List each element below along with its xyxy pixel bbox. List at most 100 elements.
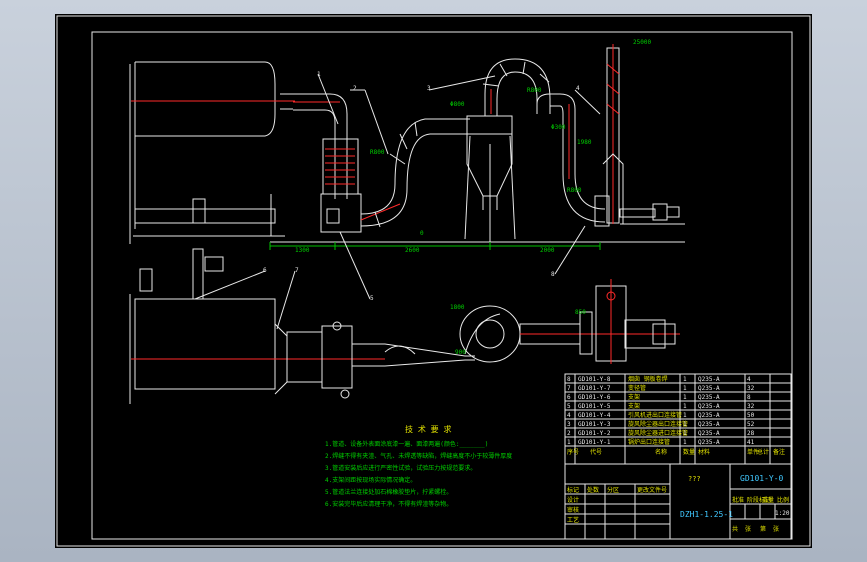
parts-cell: 2 <box>567 430 571 437</box>
radius-1: R800 <box>370 149 385 156</box>
parts-cell: Q235-A <box>698 385 720 392</box>
title-block-label: 处数 <box>587 486 599 494</box>
callout-4: 4 <box>576 85 580 92</box>
drawing-name: DZH1-1.25-1 <box>680 510 733 519</box>
outer-border <box>56 15 811 547</box>
parts-header-cell: 材料 <box>698 448 710 456</box>
title-block-label: 批准 <box>732 496 744 504</box>
title-block: ??? GD101-Y-0 DZH1-1.25-1 1:20 <box>564 445 792 540</box>
callout-8: 8 <box>551 271 555 278</box>
plan-dim-1800: 1800 <box>450 304 465 311</box>
note-1: 1.管道、设备外表面涂底漆一遍、面漆两遍(颜色:_______) <box>325 440 488 448</box>
parts-cell: 1 <box>683 439 687 446</box>
pipe-cyclone-inlet <box>360 118 470 228</box>
inner-border <box>91 31 793 540</box>
elevation-zero: 0 <box>420 230 424 237</box>
parts-cell: Q235-A <box>698 403 720 410</box>
callout-leaders <box>194 73 601 330</box>
dim-top-elevation: 25000 <box>633 39 651 46</box>
drawing-scale: 1:20 <box>775 510 790 517</box>
parts-header-cell: 序号 <box>567 448 579 456</box>
parts-cell: 1 <box>683 385 687 392</box>
parts-cell: GD101-Y-4 <box>578 412 611 419</box>
parts-cell: 支架 <box>628 402 640 410</box>
parts-cell: 1 <box>683 421 687 428</box>
parts-cell: 28 <box>747 430 755 437</box>
parts-cell: 52 <box>747 421 755 428</box>
parts-cell: GD101-Y-6 <box>578 394 611 401</box>
parts-cell: 引风机进出口连接管 <box>628 411 682 419</box>
note-5: 5.管道法兰连接处加石棉橡胶垫片，拧紧螺栓。 <box>325 488 452 496</box>
parts-header-cell: 单件 <box>747 448 759 456</box>
callout-5: 5 <box>370 295 374 302</box>
title-block-label: 阶段标记 <box>747 496 771 504</box>
title-block-label: 共 <box>732 525 738 533</box>
parts-header-cell: 代号 <box>590 448 602 456</box>
drawing-sheet: 1300 2600 2000 0 25000 1980 Φ300 Φ800 R8… <box>55 14 812 548</box>
title-block-label: 重量 <box>762 496 774 504</box>
title-block-label: 审核 <box>567 506 579 514</box>
parts-header-cell: 总计 <box>757 448 769 456</box>
drawing-number: GD101-Y-0 <box>740 474 784 483</box>
parts-cell: 支架 <box>628 393 640 401</box>
boiler-elevation <box>129 61 295 244</box>
title-block-label: 设计 <box>567 496 579 504</box>
pipe-cyclone-outlet <box>482 58 551 116</box>
fan-motor <box>619 203 685 225</box>
parts-header-cell: 备注 <box>773 448 785 456</box>
pipe-fan-connection <box>536 93 610 227</box>
parts-cell: 旋风除尘器出口连接管 <box>628 420 688 428</box>
parts-cell: GD101-Y-3 <box>578 421 611 428</box>
drawing-title: ??? <box>688 475 701 483</box>
dim-2600: 2600 <box>405 247 420 254</box>
parts-cell: GD101-Y-1 <box>578 439 611 446</box>
cad-drawing: 1300 2600 2000 0 25000 1980 Φ300 Φ800 R8… <box>56 15 811 547</box>
pipe-boiler-outlet <box>293 93 362 233</box>
boiler-plan <box>129 248 385 404</box>
note-2: 2.焊缝不得有夹渣、气孔、未焊透等缺陷，焊缝高度不小于较薄件厚度 <box>325 452 512 460</box>
parts-cell: 1 <box>683 403 687 410</box>
parts-cell: 1 <box>683 412 687 419</box>
radius-2: R800 <box>527 87 542 94</box>
technical-notes: 技 术 要 求 1.管道、设备外表面涂底漆一遍、面漆两遍(颜色:_______)… <box>325 424 512 508</box>
callout-7: 7 <box>295 267 299 274</box>
radius-3: R800 <box>567 187 582 194</box>
parts-cell: GD101-Y-8 <box>578 376 611 383</box>
parts-cell: Q235-A <box>698 430 720 437</box>
parts-cell: 7 <box>567 385 571 392</box>
plan-ducts <box>352 305 680 367</box>
parts-cell: 4 <box>747 376 751 383</box>
parts-cell: Q235-A <box>698 412 720 419</box>
dim-1300: 1300 <box>295 247 310 254</box>
parts-cell: 1 <box>683 394 687 401</box>
parts-list-table <box>564 373 792 464</box>
plan-dim-850: 850 <box>575 309 586 316</box>
parts-cell: Q235-A <box>698 439 720 446</box>
parts-cell: Q235-A <box>698 394 720 401</box>
parts-cell: 旋风除尘器进口连接管 <box>628 429 688 437</box>
title-block-label: 第 <box>760 525 766 533</box>
notes-title: 技 术 要 求 <box>405 424 451 434</box>
parts-cell: GD101-Y-7 <box>578 385 611 392</box>
parts-cell: 8 <box>747 394 751 401</box>
dim-1980: 1980 <box>577 139 592 146</box>
parts-header-cell: 数量 <box>683 448 695 456</box>
title-block-label: 工艺 <box>567 516 579 524</box>
parts-cell: 变径管 <box>628 384 646 392</box>
title-block-label: 分区 <box>607 486 619 494</box>
plan-dim-900: 900 <box>455 349 466 356</box>
parts-cell: 50 <box>747 412 755 419</box>
callout-6: 6 <box>263 267 267 274</box>
parts-cell: 3 <box>567 421 571 428</box>
parts-cell: GD101-Y-5 <box>578 403 611 410</box>
parts-cell: 1 <box>683 430 687 437</box>
title-block-label: 标记 <box>567 486 579 494</box>
parts-cell: 8 <box>567 376 571 383</box>
parts-cell: 41 <box>747 439 755 446</box>
title-block-label: 更改文件号 <box>637 486 667 494</box>
plan-fan-chimney <box>595 279 676 364</box>
parts-cell: 32 <box>747 385 755 392</box>
parts-cell: 6 <box>567 394 571 401</box>
dimension-baseline <box>269 241 685 250</box>
